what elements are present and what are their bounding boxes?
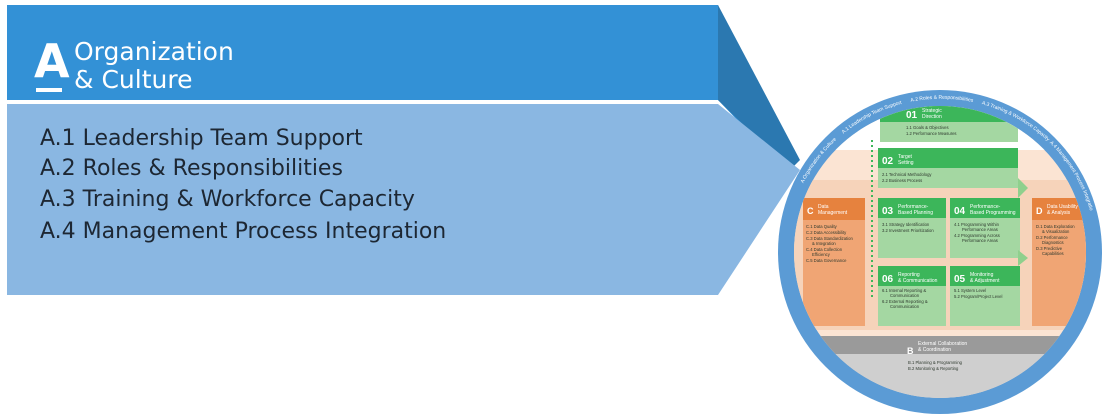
section-title-line2: & Culture — [74, 65, 193, 94]
box-d-line5: D.3 Predictive — [1036, 246, 1063, 251]
item-a4: A.4 Management Process Integration — [40, 219, 447, 244]
box-02-num: 02 — [882, 156, 894, 167]
box-06-line3: 6.2 External Reporting & — [882, 299, 928, 304]
box-04-line2: Performance Areas — [962, 227, 998, 232]
box-04-num: 04 — [954, 206, 966, 217]
box-d-title2: & Analysis — [1047, 210, 1071, 216]
box-06-line2: Communication — [890, 293, 920, 298]
section-title-line1: Organization — [74, 37, 234, 66]
box-04-line3: 4.2 Programming Across — [954, 233, 1000, 238]
item-a1: A.1 Leadership Team Support — [40, 126, 363, 151]
box-05-head — [950, 266, 1020, 286]
box-03-num: 03 — [882, 206, 894, 217]
section-letter: A — [34, 34, 70, 88]
section-letter-underline — [36, 88, 62, 92]
box-c-title2: Management — [818, 210, 848, 216]
box-04-line1: 4.1 Programming Within — [954, 222, 1000, 227]
box-06-num: 06 — [882, 274, 894, 285]
item-a3: A.3 Training & Workforce Capacity — [40, 187, 415, 212]
box-b-line2: B.2 Monitoring & Reporting — [908, 366, 959, 371]
box-b-line1: B.1 Planning & Programming — [908, 360, 963, 365]
box-c-line7: C.5 Data Governance — [806, 258, 847, 263]
box-06-head — [878, 266, 946, 286]
box-05-line1: 5.1 System Level — [954, 288, 986, 293]
box-d-line1: D.1 Data Exploration — [1036, 224, 1075, 229]
box-05-line2: 5.2 Program/Project Level — [954, 294, 1002, 299]
box-01-title2: Direction — [922, 114, 942, 120]
header-fold — [718, 5, 800, 170]
box-03-line1: 3.1 Strategy Identification — [882, 222, 930, 227]
box-01-line1: 1.1 Goals & Objectives — [906, 125, 949, 130]
items-panel — [7, 104, 800, 295]
box-05-num: 05 — [954, 274, 966, 285]
box-06-line4: Communication — [890, 304, 920, 309]
box-03-head — [878, 198, 946, 218]
box-04-title1: Performance- — [970, 204, 1001, 210]
box-b-title1: External Collaboration — [918, 341, 967, 347]
box-06-line1: 6.1 Internal Reporting & — [882, 288, 926, 293]
box-02-line1: 2.1 Technical Methodology — [882, 172, 932, 177]
box-d-line2: & Visualization — [1042, 229, 1070, 234]
box-03-title1: Performance- — [898, 204, 929, 210]
box-05-title2: & Adjustment — [970, 278, 1000, 284]
box-06-title1: Reporting — [898, 272, 920, 278]
box-c-line4: & Integration — [812, 241, 836, 246]
box-06-title2: & Communication — [898, 278, 938, 284]
box-d-line3: D.2 Performance — [1036, 235, 1068, 240]
box-c-head — [803, 198, 865, 220]
box-d-line4: Diagnostics — [1042, 240, 1064, 245]
box-01-num: 01 — [906, 110, 918, 121]
box-02-line2: 2.2 Business Process — [882, 178, 922, 183]
item-a2: A.2 Roles & Responsibilities — [40, 156, 343, 181]
flow-arrow-2 — [1018, 250, 1028, 266]
box-d-line6: Capabilities — [1042, 251, 1064, 256]
box-c-line3: C.3 Data Standardization — [806, 236, 853, 241]
box-c-title1: Data — [818, 204, 829, 210]
header-bar — [7, 5, 785, 170]
box-02-title1: Target — [898, 154, 913, 160]
box-d-letter: D — [1036, 206, 1043, 216]
box-05-title1: Monitoring — [970, 272, 994, 278]
box-03-line2: 3.2 Investment Prioritization — [882, 228, 934, 233]
flow-arrow — [1018, 178, 1028, 198]
svg-text:A.2 Roles & Responsibilities: A.2 Roles & Responsibilities — [910, 95, 974, 104]
box-01-title1: Strategic — [922, 108, 942, 114]
box-c-line6: Efficiency — [812, 252, 831, 257]
box-02-head — [878, 148, 1018, 168]
box-04-title2: Based Programming — [970, 210, 1016, 216]
box-b-letter: B — [907, 346, 914, 356]
box-04-head — [950, 198, 1020, 218]
box-d-head — [1032, 198, 1086, 220]
box-c-line1: C.1 Data Quality — [806, 224, 838, 229]
box-03-title2: Based Planning — [898, 210, 933, 216]
box-b-title2: & Coordination — [918, 347, 951, 353]
box-04-line4: Performance Areas — [962, 238, 998, 243]
box-c-letter: C — [807, 206, 814, 216]
box-d-title1: Data Usability — [1047, 204, 1078, 210]
box-02-title2: Setting — [898, 160, 914, 166]
box-c-line5: C.4 Data Collection — [806, 247, 843, 252]
box-01-line2: 1.2 Performance Measures — [906, 131, 957, 136]
band-b — [794, 336, 1086, 354]
ring-label-a2: A.2 Roles & Responsibilities — [910, 95, 974, 104]
box-c-line2: C.2 Data Accessibility — [806, 230, 847, 235]
